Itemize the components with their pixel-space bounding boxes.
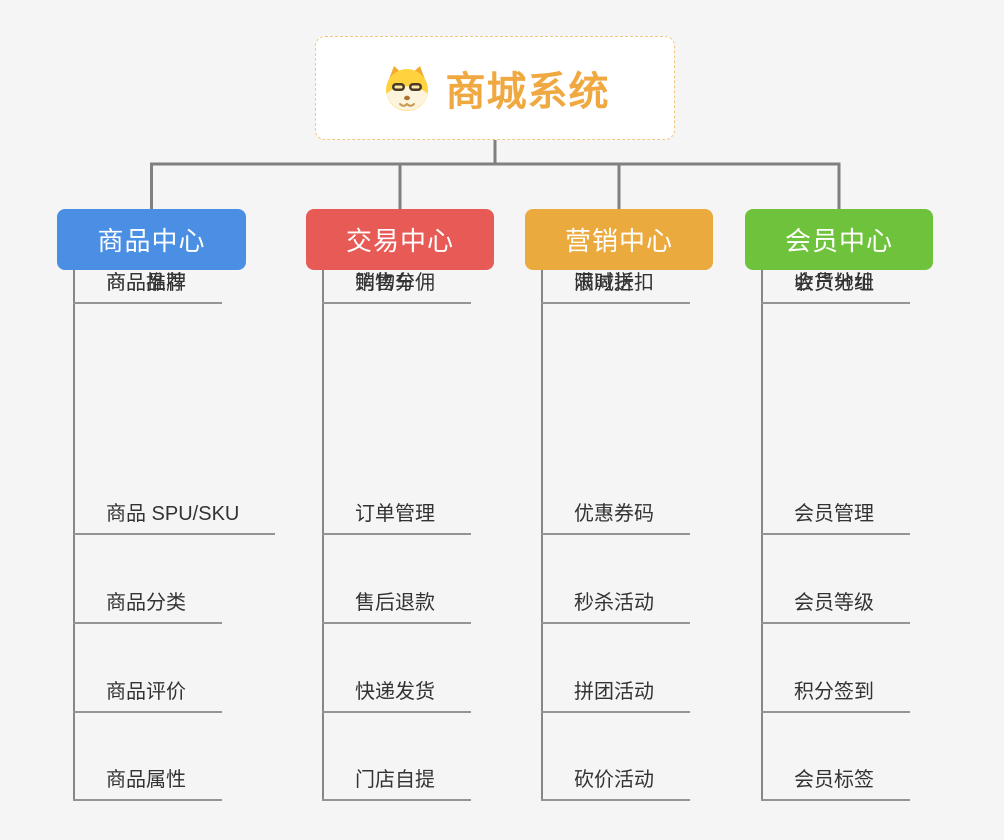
leaf-node[interactable]: 会员管理 [761,501,910,535]
leaf-node[interactable]: 订单管理 [322,501,471,535]
branch-node-trade-center[interactable]: 交易中心 [306,209,494,270]
branch-node-marketing-center[interactable]: 营销中心 [525,209,713,270]
leaf-node[interactable]: 销售分佣 [322,270,471,304]
doge-icon [385,66,428,111]
leaf-node[interactable]: 会员标签 [761,767,910,801]
branch-column-marketing: 营销中心 优惠券码 秒杀活动 拼团活动 砍价活动 限时折扣 满减送 [525,209,785,801]
leaf-node[interactable]: 满减送 [541,270,670,304]
branch-trunk-line [73,270,75,801]
leaf-node[interactable]: 会员等级 [761,590,910,624]
branch-trunk-line [541,270,543,801]
leaf-node[interactable]: 售后退款 [322,590,471,624]
branch-column-member: 会员中心 会员管理 会员等级 积分签到 会员标签 会员分组 收货地址 [745,209,1004,801]
root-title: 商城系统 [445,70,610,114]
leaf-node[interactable]: 优惠券码 [541,501,690,535]
leaf-node[interactable]: 收货地址 [761,270,910,304]
leaf-node[interactable]: 拼团活动 [541,679,690,713]
leaf-node[interactable]: 砍价活动 [541,767,690,801]
branch-trunk-line [761,270,763,801]
leaf-node[interactable]: 门店自提 [322,767,471,801]
leaf-node[interactable]: 商品品牌 [73,270,222,304]
root-node-mall-system[interactable]: 商城系统 [315,36,675,140]
leaf-node[interactable]: 秒杀活动 [541,590,690,624]
branch-column-trade: 交易中心 订单管理 售后退款 快递发货 门店自提 购物车 销售分佣 [306,209,566,801]
branch-node-product-center[interactable]: 商品中心 [57,209,246,270]
branch-trunk-line [322,270,324,801]
leaf-node[interactable]: 商品评价 [73,679,222,713]
leaf-node[interactable]: 商品 SPU/SKU [73,501,276,535]
branch-node-member-center[interactable]: 会员中心 [745,209,933,270]
leaf-node[interactable]: 商品属性 [73,767,222,801]
leaf-node[interactable]: 积分签到 [761,679,910,713]
leaf-node[interactable]: 商品分类 [73,590,222,624]
leaf-node[interactable]: 快递发货 [322,679,471,713]
branch-column-product: 商品中心 商品 SPU/SKU 商品分类 商品评价 商品属性 商品推荐 商品品牌 [57,209,317,801]
